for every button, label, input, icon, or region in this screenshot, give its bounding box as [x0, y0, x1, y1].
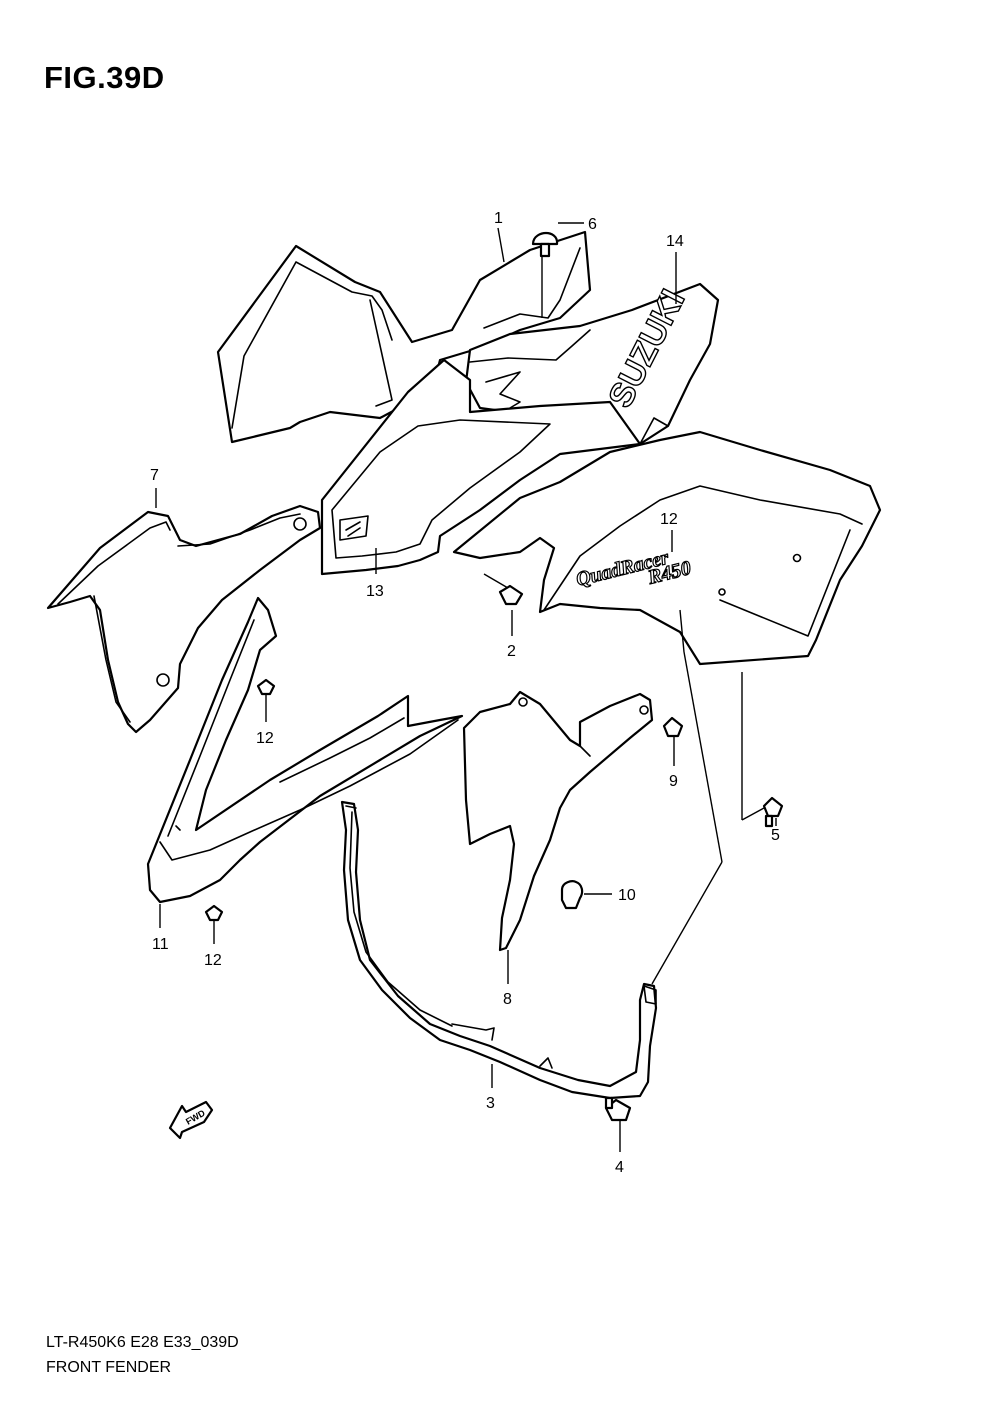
part-13-side-fender-panel[interactable]: QuadRacer R450 — [452, 430, 882, 666]
callout-11: 11 — [152, 936, 169, 953]
part-4-bolt[interactable] — [604, 1096, 632, 1122]
callout-12-lower: 12 — [204, 952, 222, 969]
leader-lines — [155, 222, 777, 1152]
callout-7: 7 — [150, 467, 159, 484]
part-7-left-side-cover[interactable] — [46, 504, 322, 734]
callout-13: 12 — [660, 511, 678, 528]
part-11-lower-mud-guard[interactable] — [146, 596, 464, 904]
part-12-screw-lower[interactable] — [204, 904, 224, 922]
callout-1: 1 — [494, 210, 503, 227]
callout-9: 9 — [669, 773, 678, 790]
figure-name: FRONT FENDER — [46, 1359, 172, 1376]
part-3-fender-stay[interactable] — [340, 800, 658, 1100]
callout-3: 3 — [486, 1095, 495, 1112]
figure-code: LT-R450K6 E28 E33_039D — [46, 1334, 239, 1351]
part-10-clip[interactable] — [560, 880, 584, 910]
callout-4: 4 — [615, 1159, 624, 1176]
part-12-screw-upper[interactable] — [256, 678, 276, 696]
callout-12-upper: 12 — [256, 730, 274, 747]
callout-8: 8 — [503, 991, 512, 1008]
figure-title: FIG.39D — [44, 60, 165, 95]
callout-10: 10 — [618, 887, 636, 904]
callout-labels: 6 1 14 7 12 13 2 12 9 5 10 11 12 8 3 4 — [150, 210, 780, 1176]
part-1-front-fender[interactable] — [216, 230, 592, 444]
part-6-push-rivet[interactable] — [531, 231, 559, 258]
part-5-bolt[interactable] — [762, 796, 784, 828]
part-14-fender-body[interactable] — [320, 358, 642, 576]
callout-15: 14 — [666, 233, 684, 250]
part-8-inner-liner[interactable] — [462, 690, 654, 952]
callout-5: 5 — [771, 827, 780, 844]
part-2-clip[interactable] — [498, 584, 524, 606]
fwd-arrow-icon: FWD — [168, 1100, 214, 1140]
callout-2: 2 — [507, 643, 516, 660]
part-9-clip[interactable] — [662, 716, 684, 738]
callout-14: 13 — [366, 583, 384, 600]
callout-6: 6 — [588, 216, 597, 233]
